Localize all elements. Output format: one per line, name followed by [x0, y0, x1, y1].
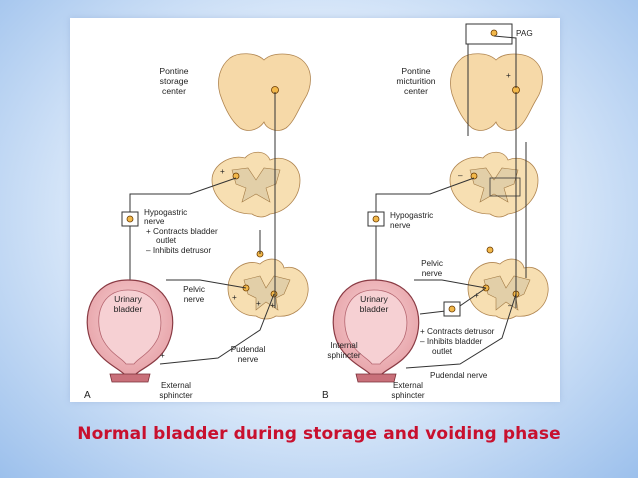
pontine-label-a-line2: storage: [160, 76, 189, 86]
ganglion-neuron-a: [126, 215, 134, 223]
minus-sign-sacral-b: –: [508, 301, 513, 310]
hypogastric-label-b-line1: Hypogastric: [390, 211, 433, 220]
pontine-micturition-center-shape-b: [450, 53, 543, 131]
pelvic-afferent-a: [166, 279, 247, 289]
external-sphincter-b: [355, 373, 397, 383]
panel-letter-a: A: [84, 390, 91, 401]
panel-a: + + + +: [84, 53, 311, 401]
plus-sign-upper-a: +: [220, 167, 225, 176]
sacral-neuron-top-b: [486, 246, 494, 254]
bladder-neural-control-diagram: + + + +: [84, 23, 549, 401]
minus-sign-upper-b: –: [458, 171, 463, 180]
pudendal-label-a-line1: Pudendal: [231, 345, 266, 354]
plus-sign-sacral-right-a: +: [270, 301, 275, 310]
plus-sign-sacral-b: +: [474, 291, 479, 300]
hypogastric-label-a-line3: + Contracts bladder: [146, 227, 218, 236]
bladder-lumen-a: [98, 289, 162, 365]
hypogastric-label-a-line4: outlet: [156, 236, 177, 245]
pontine-label-a-line1: Pontine: [159, 66, 188, 76]
preganglionic-neuron-a: [232, 172, 240, 180]
pag-box: [465, 23, 513, 45]
effects-label-b-line3: outlet: [432, 347, 453, 356]
pontine-label-b-line2: micturition: [396, 76, 435, 86]
bladder-label-a-line2: bladder: [114, 304, 143, 314]
pontine-label-b-line3: center: [404, 86, 428, 96]
external-sphincter-label-b-line2: sphincter: [391, 391, 424, 400]
sympathetic-outflow-b: [375, 177, 475, 212]
hypogastric-label-a-line1: Hypogastric: [144, 208, 187, 217]
pelvic-label-b-line1: Pelvic: [421, 259, 443, 268]
hypogastric-label-b-line2: nerve: [390, 221, 411, 230]
pelvic-label-a-line2: nerve: [184, 295, 205, 304]
internal-sphincter-label-b-line2: sphincter: [327, 351, 360, 360]
plus-sign-sacral-mid-a: +: [256, 299, 261, 308]
external-sphincter-label-a-line1: External: [161, 381, 191, 390]
pudendal-nerve-b: [405, 293, 517, 369]
bladder-lumen-b: [344, 289, 408, 365]
figure-panel: + + + +: [70, 18, 560, 402]
sympathetic-outflow-a: [129, 177, 237, 212]
pag-neuron: [490, 29, 498, 37]
pontine-label-a-line3: center: [162, 86, 186, 96]
effects-label-b-line2: – Inhibits bladder: [420, 337, 483, 346]
pelvic-nerve-b: [414, 279, 487, 289]
internal-sphincter-label-b-line1: Internal: [330, 341, 357, 350]
pudendal-label-a-line2: nerve: [238, 355, 259, 364]
ganglion-neuron-b: [372, 215, 380, 223]
pelvic-label-b-line2: nerve: [422, 269, 443, 278]
hypogastric-label-a-line5: – Inhibits detrusor: [146, 246, 211, 255]
bladder-label-b-line2: bladder: [360, 304, 389, 314]
effects-label-b-line1: + Contracts detrusor: [420, 327, 495, 336]
pag-to-pons-tract: [493, 35, 517, 88]
pag-label: PAG: [516, 29, 533, 38]
bladder-label-b-line1: Urinary: [360, 294, 388, 304]
preganglionic-neuron-b: [470, 172, 478, 180]
plus-sign-pons-b: +: [506, 71, 511, 80]
external-sphincter-label-b-line1: External: [393, 381, 423, 390]
pontine-storage-center-shape-a: [218, 53, 311, 131]
pelvic-ganglion-neuron-b: [448, 305, 456, 313]
external-sphincter-a: [109, 373, 151, 383]
grey-matter-sacral-a: [243, 275, 291, 311]
external-sphincter-label-a-line2: sphincter: [159, 391, 192, 400]
grey-matter-upper-b: [469, 167, 519, 203]
slide-title: Normal bladder during storage and voidin…: [77, 424, 561, 444]
grey-matter-upper-a: [231, 167, 281, 203]
plus-sign-sacral-left-a: +: [232, 293, 237, 302]
hypogastric-label-a-line2: nerve: [144, 217, 165, 226]
pudendal-label-b: Pudendal nerve: [430, 371, 488, 380]
pontine-label-b-line1: Pontine: [401, 66, 430, 76]
plus-sign-sphincter-a: +: [160, 351, 165, 360]
pudendal-nerve-a: [159, 293, 275, 365]
interneuron-box-b: [489, 177, 521, 197]
pelvic-label-a-line1: Pelvic: [183, 285, 205, 294]
panel-b: PAG + – + –: [322, 23, 549, 401]
panel-letter-b: B: [322, 390, 329, 401]
bladder-label-a-line1: Urinary: [114, 294, 142, 304]
